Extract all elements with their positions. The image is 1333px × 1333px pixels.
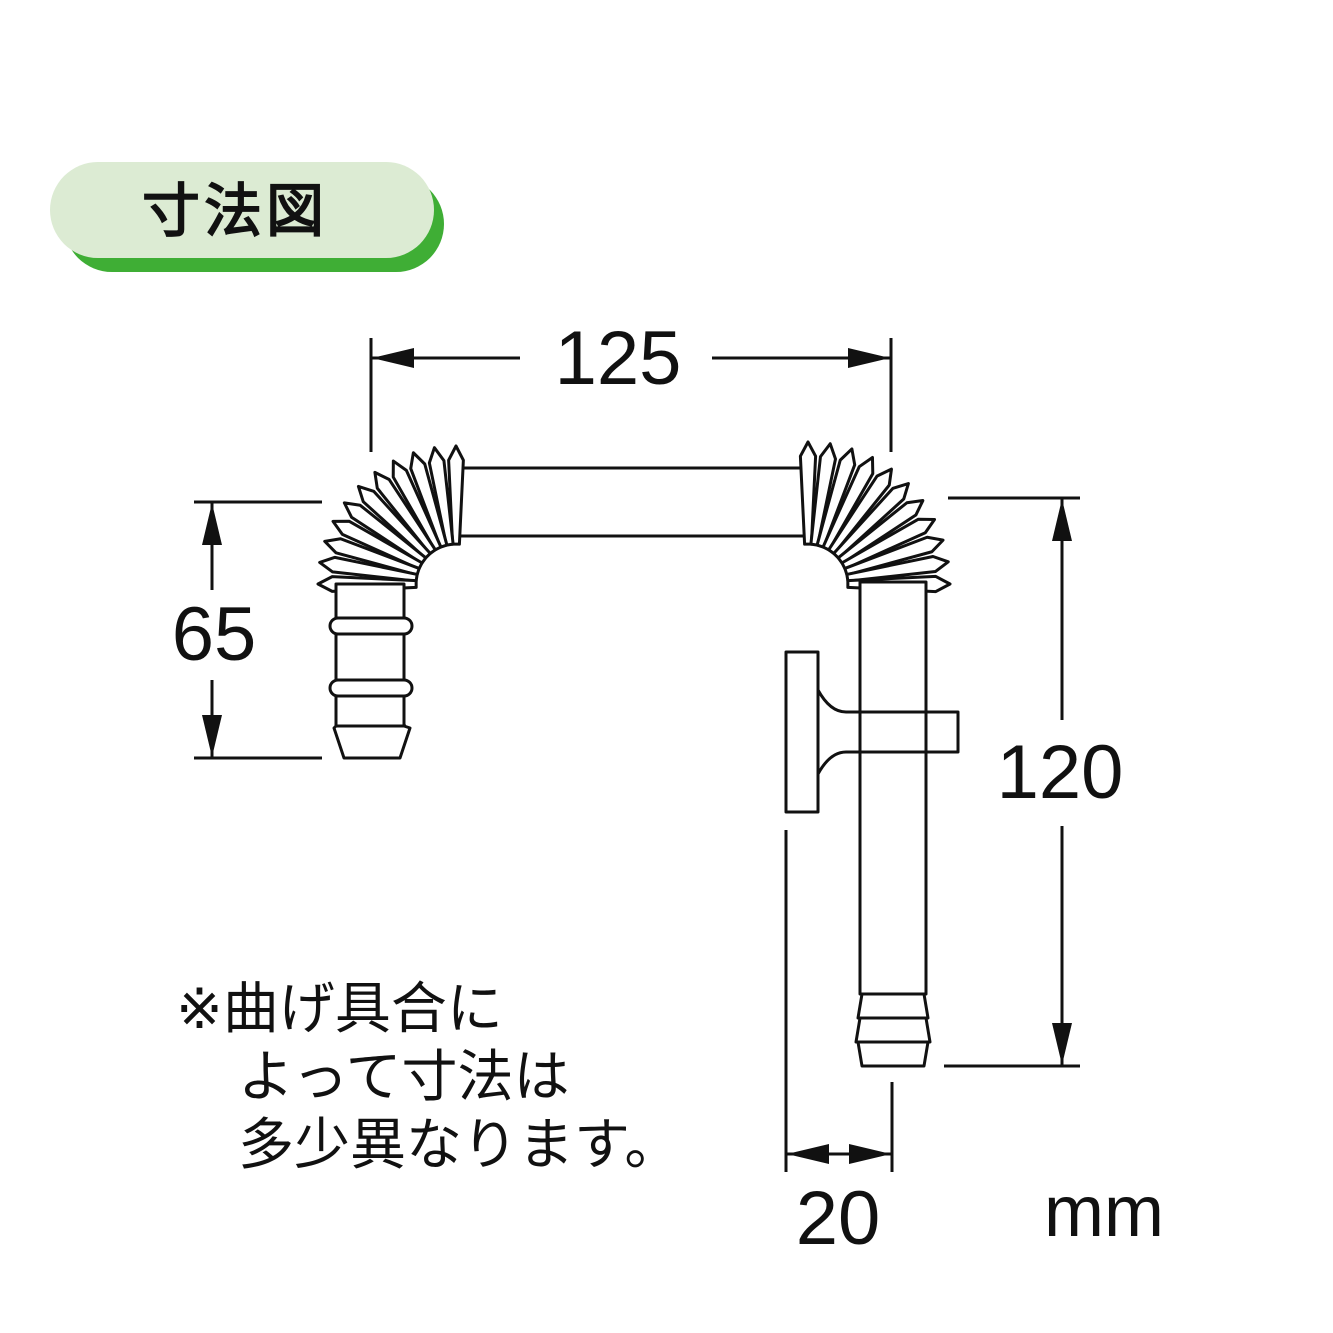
left-bellows-pleat [447,444,465,546]
left-bellows-pleat [323,537,421,577]
right-pipe-taper-3 [856,1040,930,1068]
left-bellows-pleat [391,459,443,552]
left-bellows-pleat [331,519,424,571]
arrowhead-20-left [787,1144,829,1164]
note-line-3: 多少異なります。 [238,1113,681,1178]
right-pipe-taper-2 [854,1016,932,1044]
left-bellows-pleat [356,484,432,560]
unit-label: mm [1044,1172,1164,1252]
left-bellows-pleat [373,470,437,556]
right-pipe-taper-1 [856,992,930,1020]
right-pipe [858,580,928,996]
left-bellows-pleat [409,451,449,549]
left-bellows-pleat [318,555,419,583]
page-title: 寸法図 [142,177,329,245]
title-badge [50,162,434,258]
left-bellows-pleat [342,501,428,565]
left-spout-ring-bottom [328,678,414,698]
dim-label-20: 20 [796,1176,881,1261]
dim-label-125: 125 [555,316,682,401]
left-spout-ring-top [328,616,414,636]
mount-arm [816,688,960,776]
arrowhead-65-top [202,503,222,545]
note-text: ※曲げ具合に よって寸法は 多少異なります。 [176,976,680,1180]
arrowhead-65-bottom [202,715,222,757]
arrowhead-125-right [848,348,890,368]
arrowhead-20-right [849,1144,891,1164]
top-pipe [454,466,810,538]
right-bellows-joint [798,440,952,594]
dimension-lines [194,338,1080,1172]
dim-label-65: 65 [172,592,257,677]
dim-label-120: 120 [997,730,1124,815]
left-bellows-joint [316,444,465,593]
pipe-body [316,440,960,1068]
mount-plate [784,650,820,814]
note-line-2: よって寸法は [238,1045,570,1110]
left-spout [332,582,412,760]
arrowhead-120-top [1052,499,1072,541]
left-bellows-pleat [427,446,455,547]
arrowhead-125-left [372,348,414,368]
note-line-1: ※曲げ具合に [176,977,503,1042]
arrowhead-120-bottom [1052,1023,1072,1065]
